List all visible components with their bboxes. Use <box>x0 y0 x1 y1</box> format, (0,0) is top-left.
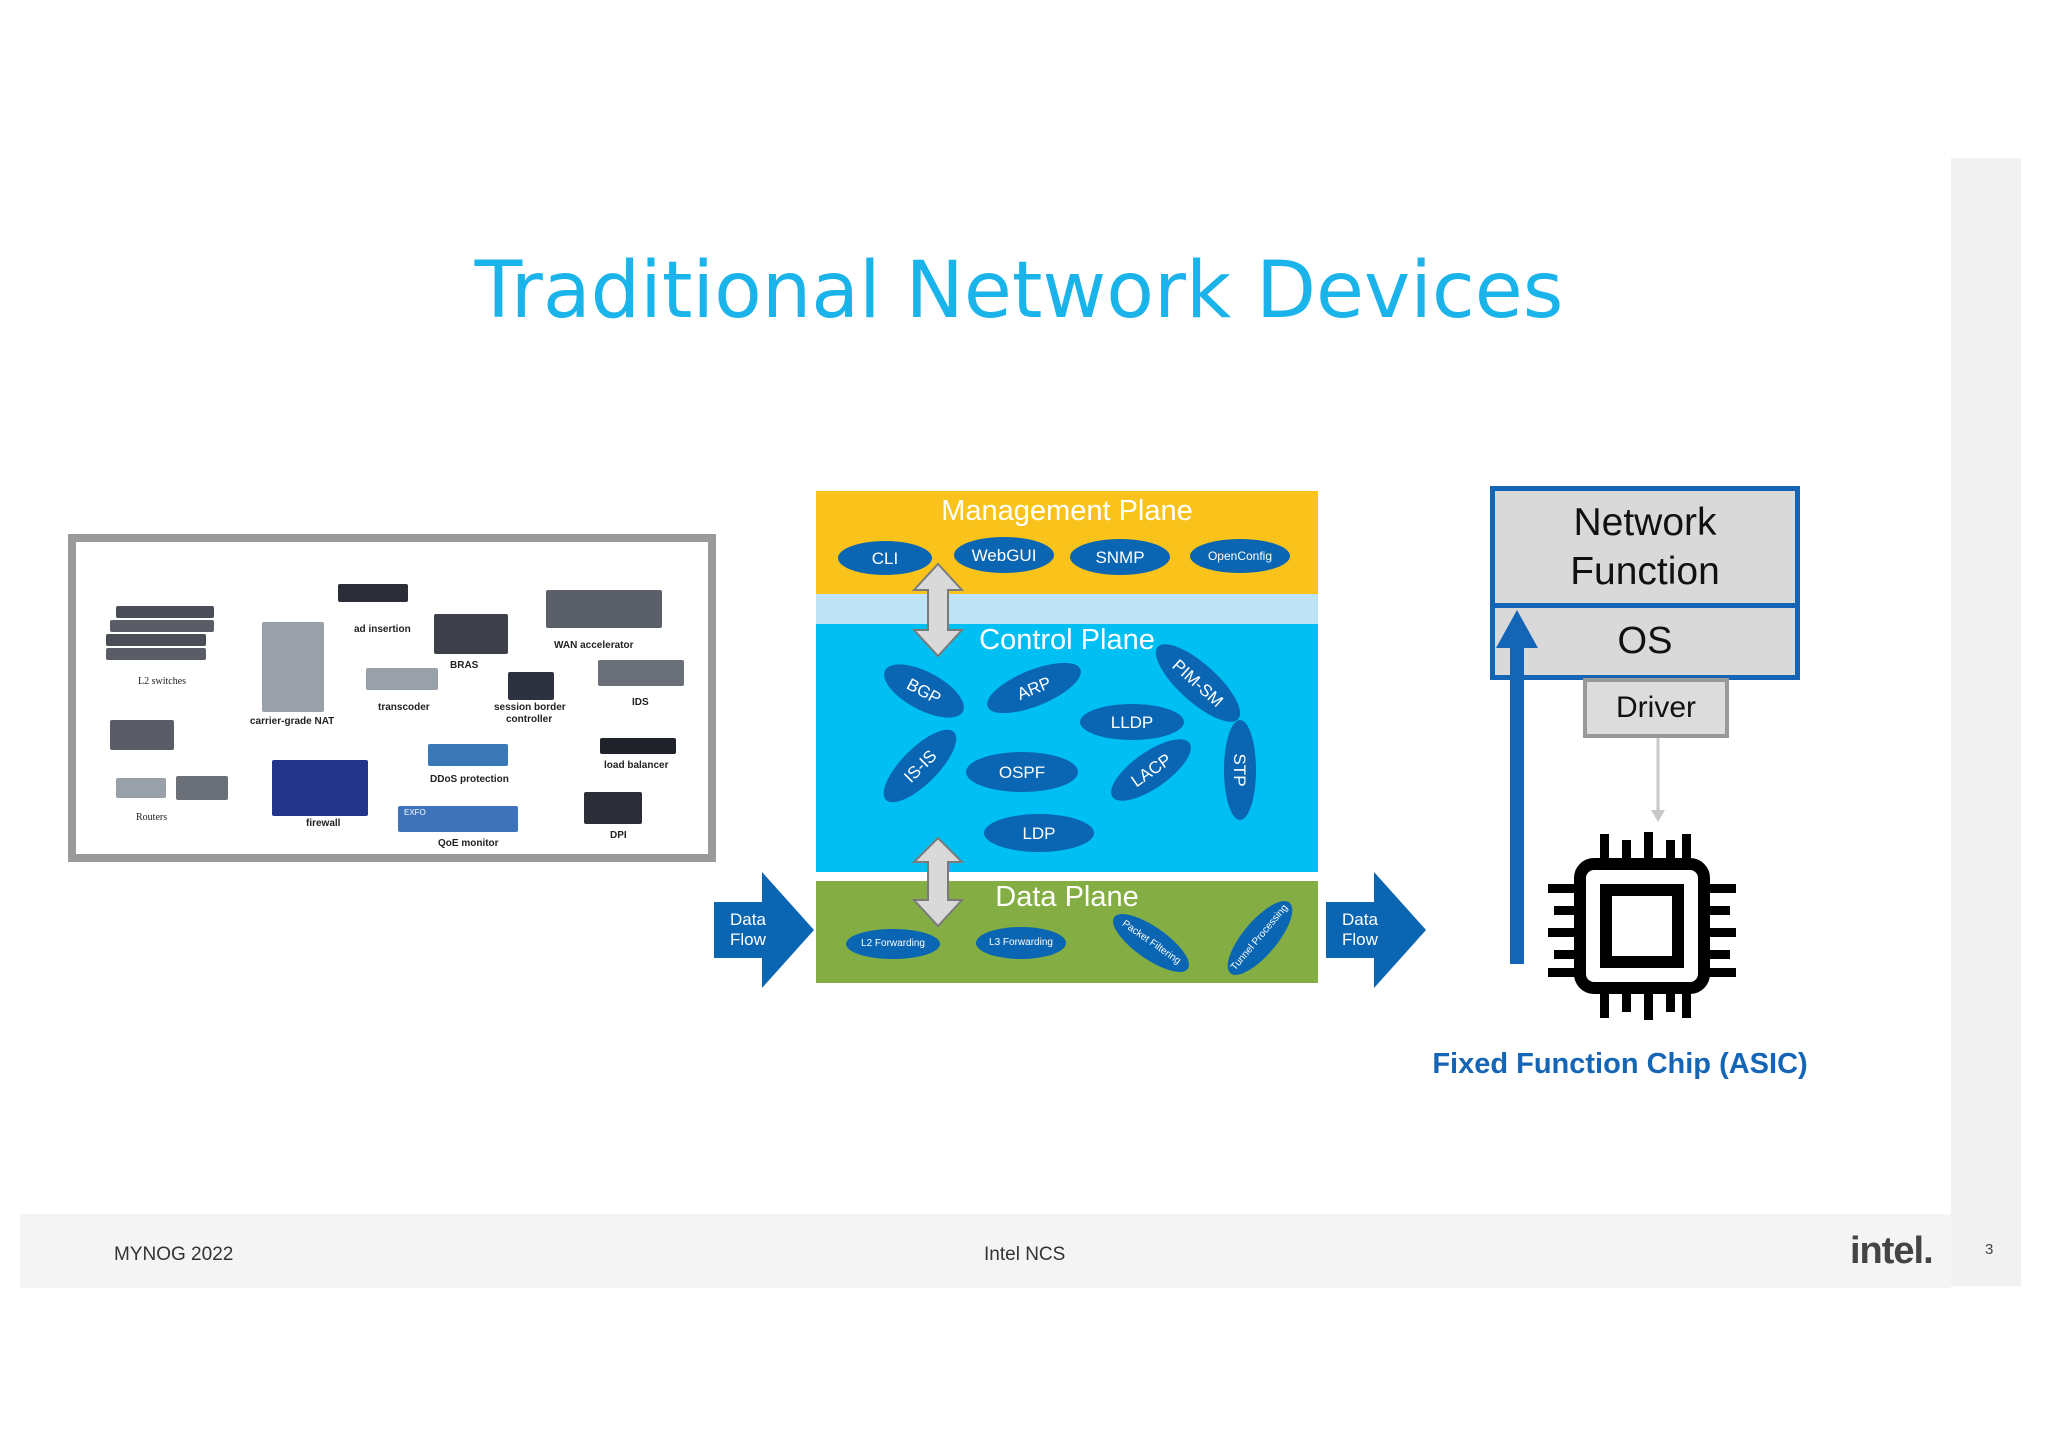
management-plane: Management Plane CLI WebGUI SNMP OpenCon… <box>816 491 1318 594</box>
protocol-snmp: SNMP <box>1070 539 1170 575</box>
ad-insertion-image <box>338 584 408 602</box>
driver-box: Driver <box>1583 678 1729 738</box>
transcoder-image <box>366 668 438 690</box>
protocol-stp: STP <box>1224 720 1256 820</box>
protocol-ospf: OSPF <box>966 752 1078 792</box>
right-data-flow-label: Data Flow <box>1342 910 1378 949</box>
control-plane: Control Plane BGP ARP PIM-SM LLDP IS-IS … <box>816 624 1318 872</box>
load-balancer-image <box>600 738 676 754</box>
os-label: OS <box>1617 620 1673 662</box>
router-image <box>176 776 228 800</box>
network-function-box: Network Function <box>1495 491 1795 605</box>
protocol-cli: CLI <box>838 541 932 575</box>
protocol-l3-forwarding: L3 Forwarding <box>976 927 1066 959</box>
dpi-label: DPI <box>610 830 627 841</box>
l2-switch-image <box>106 634 206 646</box>
protocol-lldp: LLDP <box>1080 704 1184 740</box>
management-plane-title: Management Plane <box>941 495 1193 527</box>
asic-label: Fixed Function Chip (ASIC) <box>1432 1048 1808 1080</box>
ids-image <box>598 660 684 686</box>
data-plane-title: Data Plane <box>995 881 1139 913</box>
data-plane: Data Plane L2 Forwarding L3 Forwarding P… <box>816 881 1318 985</box>
slide-title: Traditional Network Devices <box>474 246 1564 336</box>
double-arrow-icon <box>912 836 964 928</box>
transcoder-label: transcoder <box>378 702 430 713</box>
ddos-protection-label: DDoS protection <box>430 774 509 785</box>
qoe-monitor-image: EXFO <box>398 806 518 832</box>
firewall-label: firewall <box>306 818 341 829</box>
l2-switch-image <box>106 648 206 660</box>
left-data-flow-arrow <box>714 872 814 988</box>
control-plane-title: Control Plane <box>979 624 1155 656</box>
ddos-protection-image <box>428 744 508 766</box>
footer-center-text: Intel NCS <box>984 1244 1066 1265</box>
protocol-arp: ARP <box>980 652 1088 724</box>
protocol-webgui: WebGUI <box>954 537 1054 573</box>
router-image <box>116 778 166 798</box>
session-border-controller-label-2: controller <box>506 714 553 725</box>
left-data-flow-label: Data Flow <box>730 910 766 949</box>
footer-left-text: MYNOG 2022 <box>114 1244 234 1265</box>
protocol-bgp: BGP <box>876 653 972 729</box>
footer-bar <box>20 1214 1951 1288</box>
plane-gap <box>816 594 1318 624</box>
protocol-lacp: LACP <box>1102 728 1200 812</box>
exfo-label: EXFO <box>404 808 426 817</box>
router-image <box>110 720 174 750</box>
load-balancer-label: load balancer <box>604 760 669 771</box>
ids-label: IDS <box>632 697 649 708</box>
session-border-controller-label-1: session border <box>494 702 566 713</box>
ad-insertion-label: ad insertion <box>354 624 411 635</box>
carrier-grade-nat-label: carrier-grade NAT <box>250 716 335 727</box>
wan-accelerator-label: WAN accelerator <box>554 640 634 651</box>
up-arrow-icon <box>1496 610 1538 964</box>
double-arrow-icon <box>912 562 964 658</box>
bras-image <box>434 614 508 654</box>
carrier-grade-nat-image <box>262 622 324 712</box>
protocol-packet-filtering: Packet Filtering <box>1104 904 1198 982</box>
device-collage: L2 switches carrier-grade NAT ad inserti… <box>68 534 716 862</box>
protocol-ldp: LDP <box>984 814 1094 852</box>
wan-accelerator-image <box>546 590 662 628</box>
protocol-is-is: IS-IS <box>873 719 967 813</box>
l2-switch-image <box>110 620 214 632</box>
driver-to-chip-arrow <box>1651 738 1665 822</box>
protocol-l2-forwarding: L2 Forwarding <box>846 929 940 959</box>
l2-switches-label: L2 switches <box>138 676 187 687</box>
right-margin-strip <box>1951 158 2021 1286</box>
page-number: 3 <box>1985 1241 1994 1258</box>
stack-divider <box>1495 603 1795 608</box>
driver-label: Driver <box>1616 691 1696 724</box>
session-border-controller-image <box>508 672 554 700</box>
firewall-image <box>272 760 368 816</box>
routers-label: Routers <box>136 812 168 823</box>
cpu-chip-icon <box>1548 832 1736 1020</box>
qoe-monitor-label: QoE monitor <box>438 838 499 849</box>
l2-switch-image <box>116 606 214 618</box>
right-data-flow-arrow <box>1326 872 1426 988</box>
os-box: OS <box>1495 608 1795 675</box>
dpi-image <box>584 792 642 824</box>
intel-logo: intel. <box>1850 1230 1934 1272</box>
network-function-label: Network Function <box>1570 501 1720 593</box>
bras-label: BRAS <box>450 660 479 671</box>
protocol-openconfig: OpenConfig <box>1190 539 1290 573</box>
